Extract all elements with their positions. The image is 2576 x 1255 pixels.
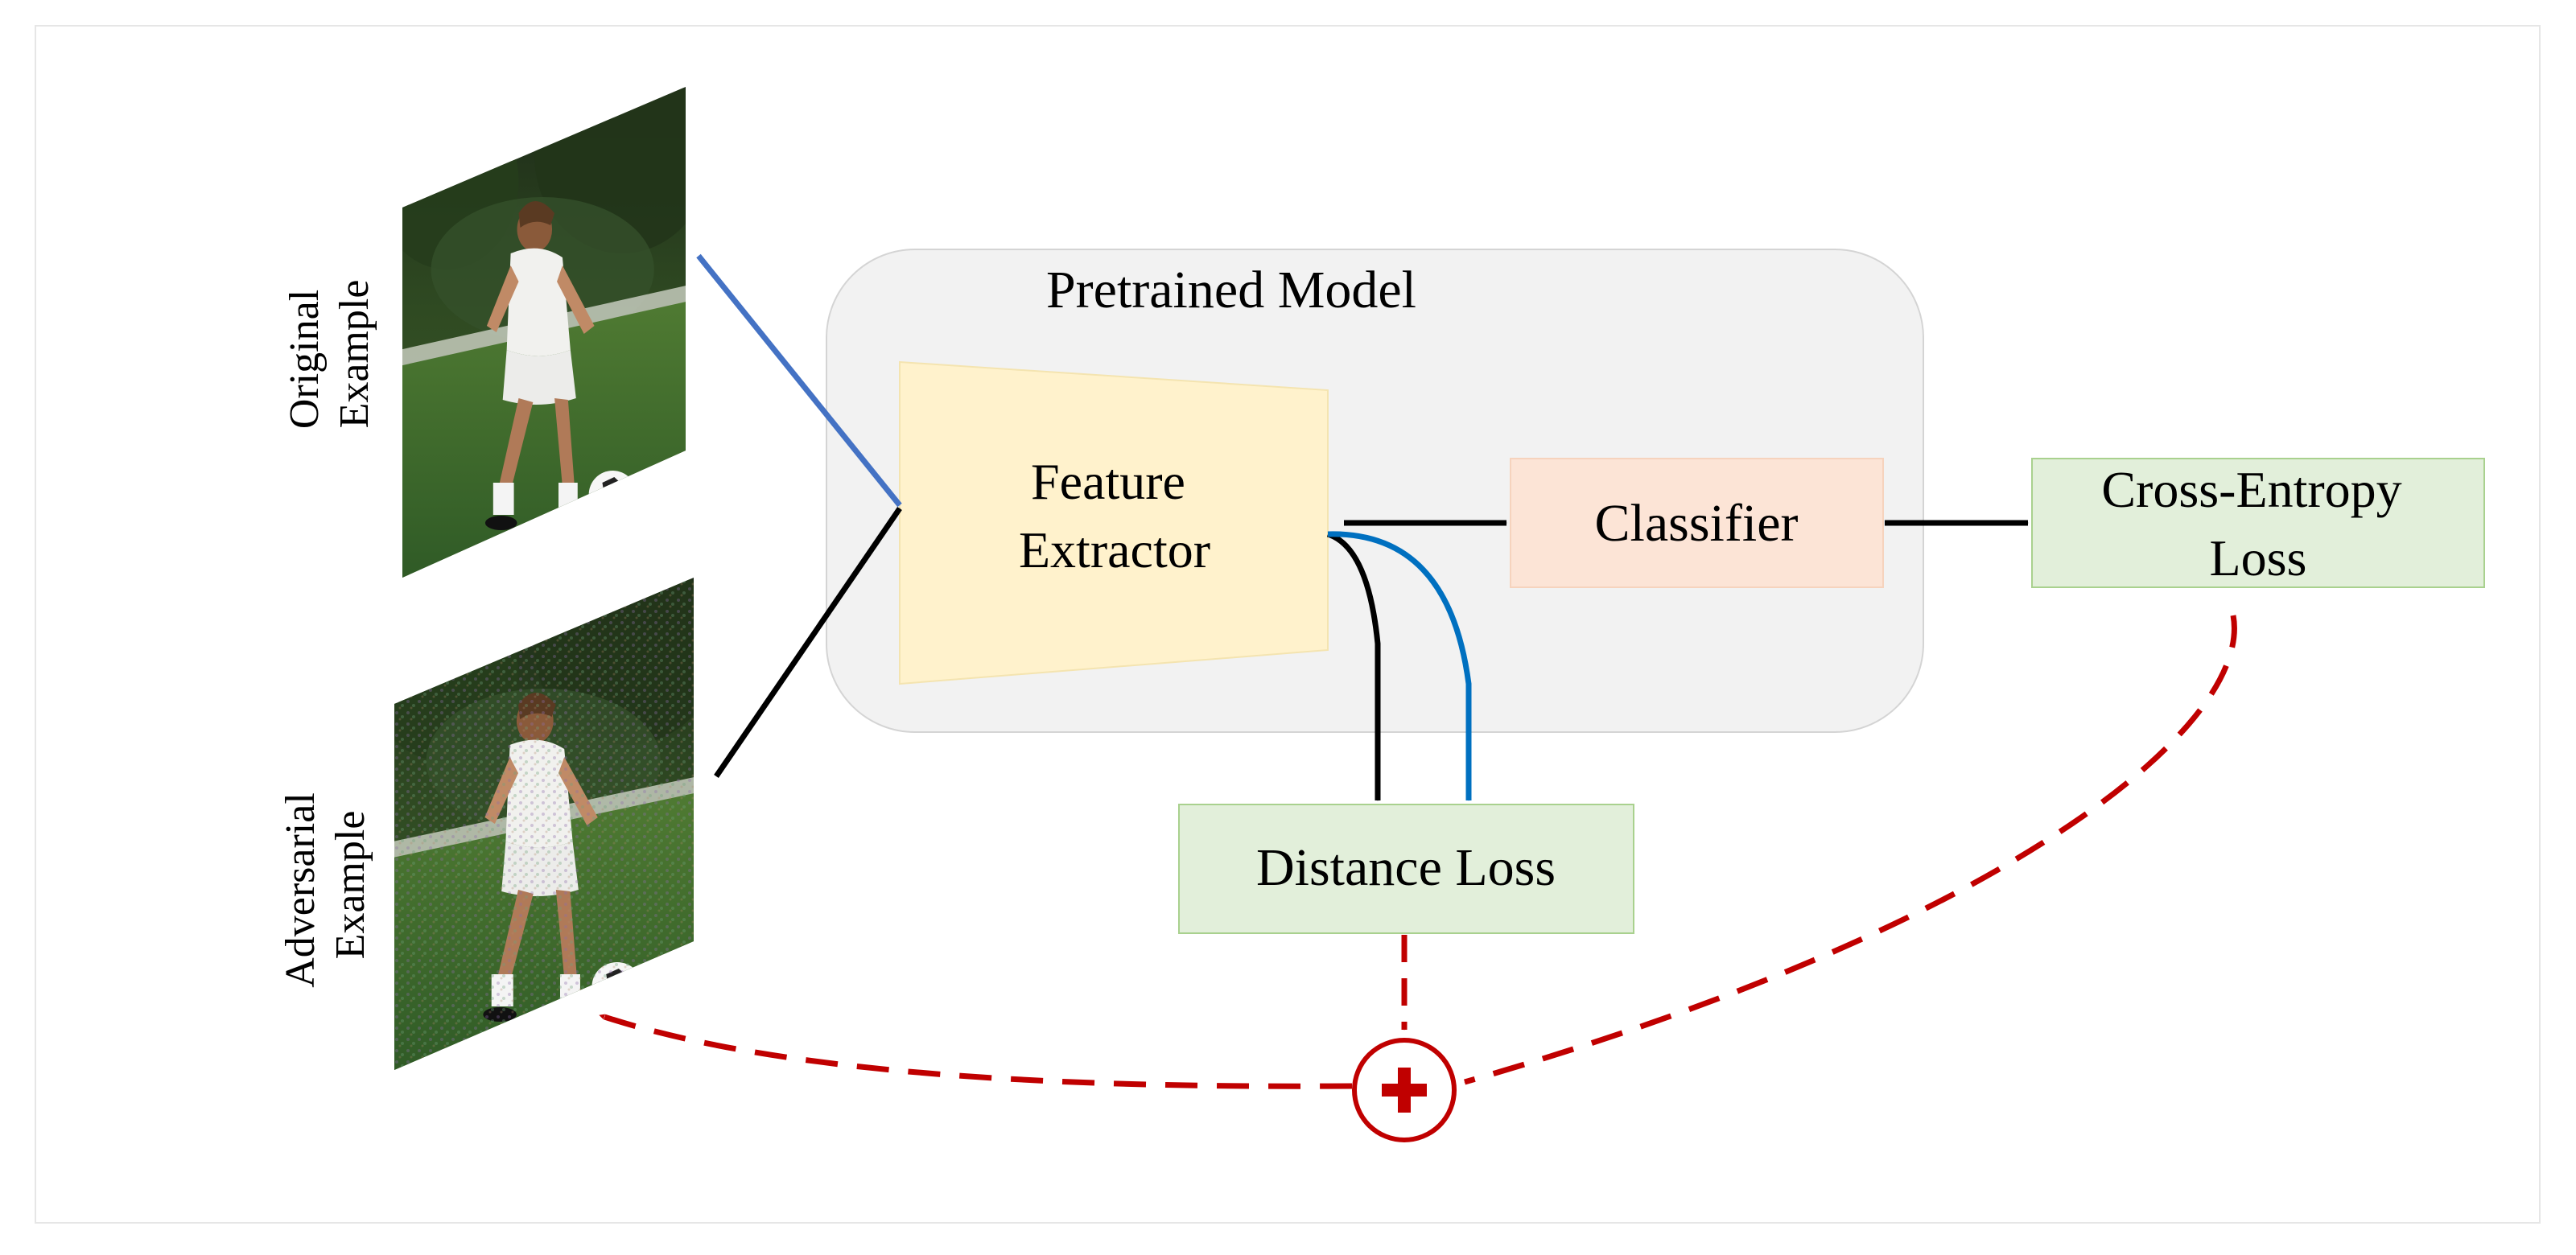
crossentropy-to-sum-dashed-arrow bbox=[1464, 615, 2237, 1085]
cross-entropy-loss-block bbox=[2031, 458, 2485, 588]
original-example-label: Original Example bbox=[282, 279, 377, 429]
feature-extractor-block bbox=[899, 360, 1329, 685]
sum-to-adversarial-dashed-arrow bbox=[598, 1012, 1353, 1089]
cross-entropy-loss-label: Cross-Entropy Loss bbox=[2101, 461, 2414, 586]
extractor-to-distance-black-arrow bbox=[1326, 531, 1381, 801]
extractor-to-distance-blue-arrow bbox=[1327, 531, 1472, 801]
pretrained-model-title: Pretrained Model bbox=[1046, 261, 1416, 319]
classifier-label: Classifier bbox=[1595, 494, 1799, 553]
original-to-extractor-arrow bbox=[696, 253, 902, 508]
adversarial-to-extractor-arrow bbox=[714, 507, 902, 778]
plus-circle-icon bbox=[1352, 1038, 1457, 1142]
feature-extractor-label: Feature Extractor bbox=[1019, 453, 1210, 578]
distance-loss-label: Distance Loss bbox=[1256, 838, 1556, 897]
adversarial-example-label: Adversarial Example bbox=[278, 782, 373, 988]
distance-loss-block bbox=[1178, 804, 1634, 934]
classifier-block bbox=[1510, 458, 1884, 588]
